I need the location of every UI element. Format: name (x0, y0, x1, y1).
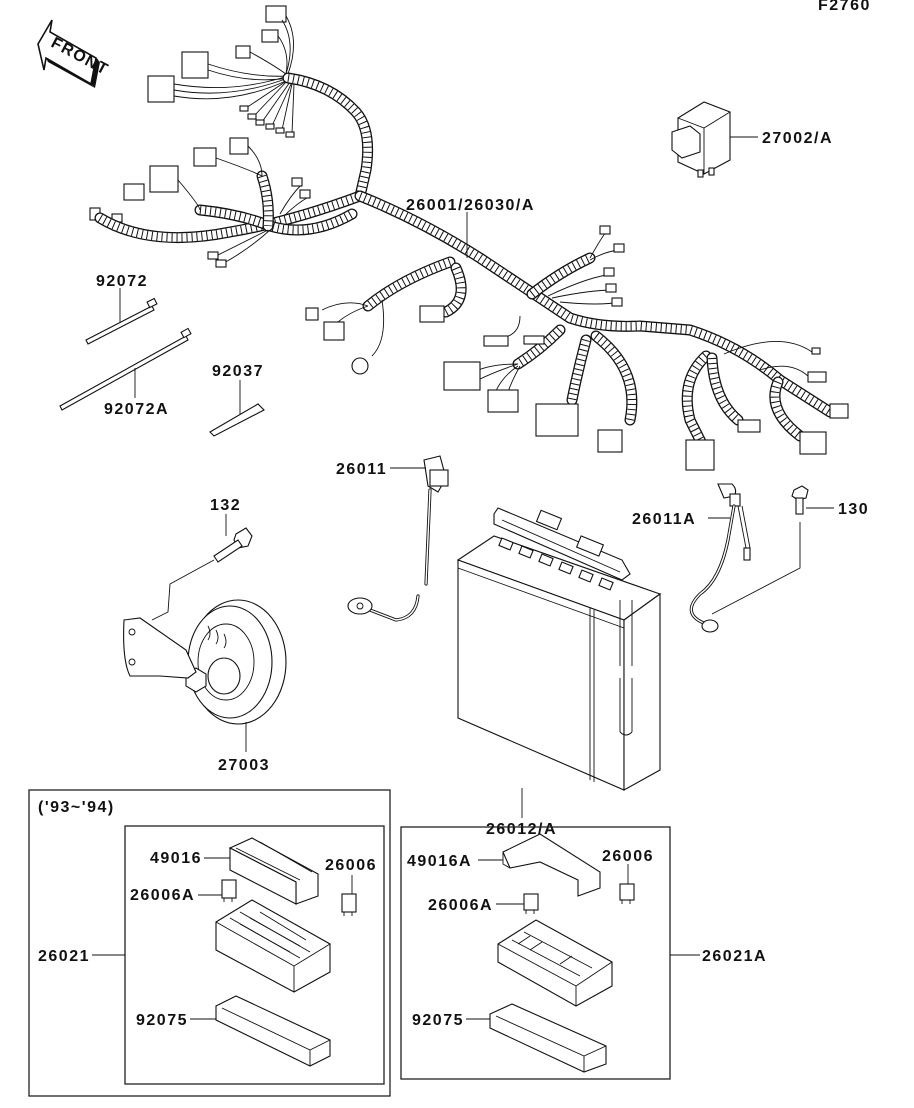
fuse-box-early-lower-cover-illustration (215, 995, 331, 1067)
battery-lead-negative-illustration (347, 455, 449, 622)
battery-bolt-label: 130 (838, 501, 869, 518)
fuse-box-late-frame (400, 826, 671, 1080)
fuse-box-late-lower-cover-illustration (489, 1003, 607, 1073)
fuse-box-early-fuse-illustration (341, 893, 357, 916)
fuse-box-early-cover-label: 49016 (150, 850, 202, 867)
fuse-box-early-fuse-label: 26006 (325, 857, 377, 874)
fuse-box-early-assembly-illustration (215, 899, 331, 993)
fuse-box-late-cover-illustration (502, 833, 601, 897)
relay-label: 27002/A (762, 130, 833, 147)
battery-label: 26012/A (486, 821, 557, 838)
clamp-illustration (209, 403, 265, 437)
fuse-box-early-assembly-label: 26021 (38, 948, 90, 965)
fuse-box-late-cover-label: 49016A (407, 853, 472, 870)
battery-lead-positive-illustration (689, 483, 751, 633)
band-short-illustration (85, 297, 158, 345)
battery-lead-positive-label: 26011A (632, 511, 696, 528)
fuse-box-late-fuse-label: 26006 (602, 848, 654, 865)
band-long-illustration (59, 327, 192, 411)
main-harness-illustration (89, 5, 849, 471)
battery-illustration (456, 507, 662, 791)
band-short-label: 92072 (96, 273, 148, 290)
horn-bolt-illustration (213, 527, 253, 563)
harness-upper-connectors (147, 5, 295, 138)
main-harness-label: 26001/26030/A (406, 197, 535, 214)
fuse-box-early-fuse-alt-label: 26006A (130, 887, 195, 904)
band-long-label: 92072A (104, 401, 169, 418)
fuse-box-late-fuse-alt-label: 26006A (428, 897, 493, 914)
fuse-box-late-fuse-alt-illustration (523, 893, 539, 914)
clamp-label: 92037 (212, 363, 264, 380)
harness-left-connectors (89, 137, 249, 223)
fuse-box-early-frame (28, 789, 391, 1097)
fuse-box-late-fuse-illustration (619, 883, 635, 904)
horn-bolt-label: 132 (210, 497, 241, 514)
horn-illustration (123, 599, 287, 725)
fuse-box-late-lower-cover-label: 92075 (412, 1012, 464, 1029)
battery-bolt-illustration (791, 485, 809, 515)
fuse-box-early-fuse-alt-illustration (221, 879, 237, 902)
fuse-box-late-assembly-illustration (497, 919, 613, 1007)
figure-code: F2760 (818, 0, 871, 14)
horn-bolt-leader-lower (151, 559, 215, 621)
relay-illustration (671, 101, 731, 178)
fuse-box-early-year-range: ('93~'94) (38, 799, 115, 816)
fuse-box-late-assembly-label: 26021A (702, 948, 767, 965)
horn-label: 27003 (218, 757, 270, 774)
fuse-box-early-cover-illustration (228, 837, 319, 905)
battery-lead-negative-label: 26011 (336, 461, 387, 478)
front-arrow-icon: FRONT (37, 19, 111, 88)
battery-bolt-leader-lower (711, 522, 801, 615)
fuse-box-early-lower-cover-label: 92075 (136, 1012, 188, 1029)
